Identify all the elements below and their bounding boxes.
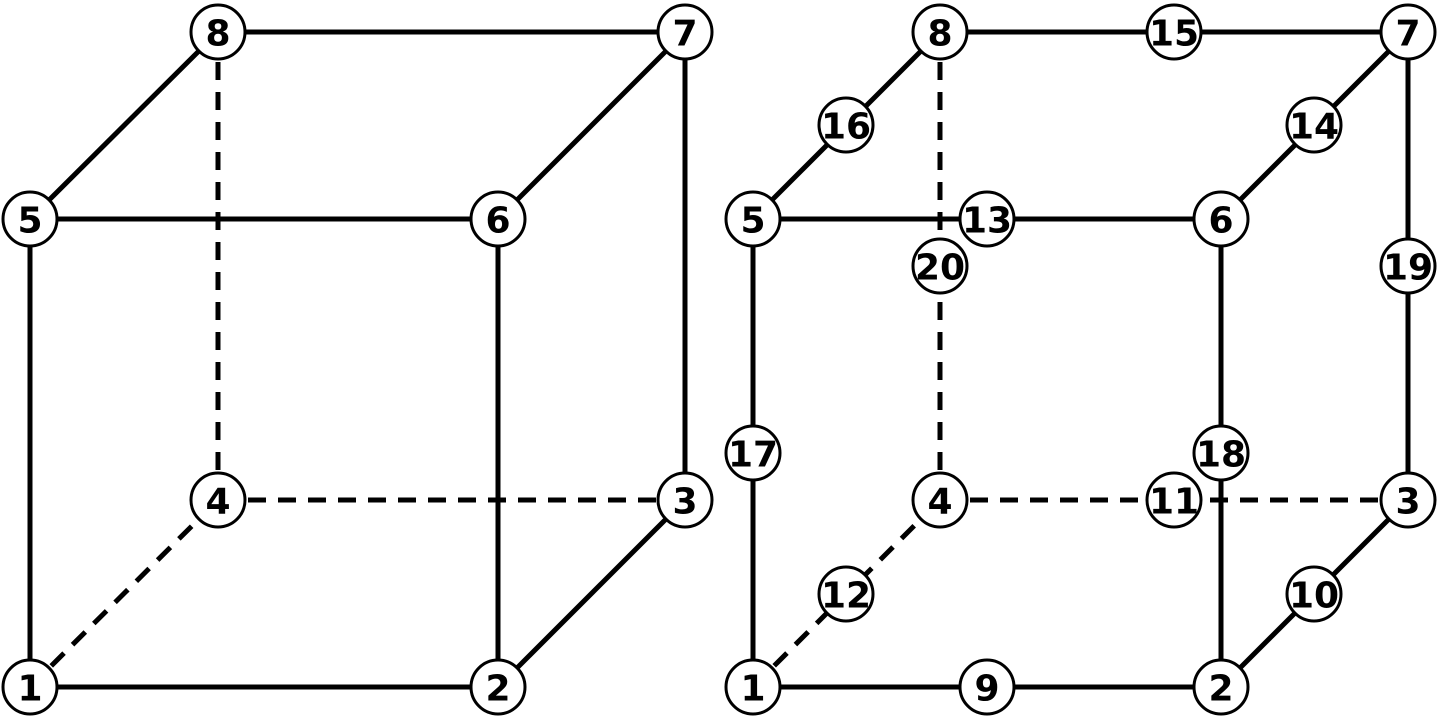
node-label: 15 bbox=[1149, 14, 1199, 55]
node-label: 5 bbox=[17, 201, 42, 242]
node-label: 14 bbox=[1289, 107, 1339, 148]
node-label: 16 bbox=[821, 107, 871, 148]
node-label: 7 bbox=[672, 14, 697, 55]
node-1: 1 bbox=[724, 658, 782, 716]
node-label: 7 bbox=[1395, 14, 1420, 55]
node-label: 4 bbox=[205, 482, 230, 523]
node-label: 1 bbox=[740, 669, 765, 710]
node-label: 20 bbox=[915, 248, 965, 289]
node-4: 4 bbox=[189, 471, 247, 529]
node-label: 9 bbox=[974, 669, 999, 710]
node-label: 10 bbox=[1289, 576, 1339, 617]
node-11: 11 bbox=[1145, 471, 1203, 529]
node-label: 3 bbox=[672, 482, 697, 523]
node-9: 9 bbox=[958, 658, 1016, 716]
cube-20-node: 1 2 3 4 5 6 7 bbox=[724, 3, 1437, 716]
node-label: 13 bbox=[962, 201, 1012, 242]
node-15: 15 bbox=[1145, 3, 1203, 61]
node-label: 6 bbox=[485, 201, 510, 242]
node-label: 1 bbox=[17, 669, 42, 710]
node-16: 16 bbox=[817, 96, 875, 154]
node-8: 8 bbox=[189, 3, 247, 61]
node-label: 5 bbox=[740, 201, 765, 242]
node-label: 6 bbox=[1208, 201, 1233, 242]
node-18: 18 bbox=[1192, 424, 1250, 482]
edge-1-4-hidden bbox=[28, 498, 220, 689]
node-2: 2 bbox=[469, 658, 527, 716]
node-6: 6 bbox=[1192, 190, 1250, 248]
node-7: 7 bbox=[1379, 3, 1437, 61]
node-label: 17 bbox=[728, 435, 778, 476]
node-13: 13 bbox=[958, 190, 1016, 248]
edge-2-3 bbox=[496, 498, 687, 689]
node-6: 6 bbox=[469, 190, 527, 248]
node-label: 18 bbox=[1196, 435, 1246, 476]
node-5: 5 bbox=[724, 190, 782, 248]
node-14: 14 bbox=[1285, 96, 1343, 154]
node-3: 3 bbox=[1379, 471, 1437, 529]
node-2: 2 bbox=[1192, 658, 1250, 716]
node-label: 8 bbox=[927, 14, 952, 55]
cube-8-node: 1 2 3 4 5 6 7 bbox=[1, 3, 714, 716]
node-8: 8 bbox=[911, 3, 969, 61]
edge-6-7 bbox=[496, 30, 687, 221]
node-label: 3 bbox=[1395, 482, 1420, 523]
node-7: 7 bbox=[656, 3, 714, 61]
node-19: 19 bbox=[1379, 237, 1437, 295]
node-5: 5 bbox=[1, 190, 59, 248]
node-4: 4 bbox=[911, 471, 969, 529]
edge-8-5 bbox=[28, 30, 220, 221]
node-label: 19 bbox=[1383, 248, 1433, 289]
node-3: 3 bbox=[656, 471, 714, 529]
node-1: 1 bbox=[1, 658, 59, 716]
node-label: 8 bbox=[205, 14, 230, 55]
node-label: 4 bbox=[927, 482, 952, 523]
node-17: 17 bbox=[724, 424, 782, 482]
node-12: 12 bbox=[817, 565, 875, 623]
node-label: 2 bbox=[485, 669, 510, 710]
node-label: 2 bbox=[1208, 669, 1233, 710]
node-20: 20 bbox=[911, 237, 969, 295]
node-10: 10 bbox=[1285, 565, 1343, 623]
node-label: 12 bbox=[821, 576, 871, 617]
node-label: 11 bbox=[1149, 482, 1199, 523]
